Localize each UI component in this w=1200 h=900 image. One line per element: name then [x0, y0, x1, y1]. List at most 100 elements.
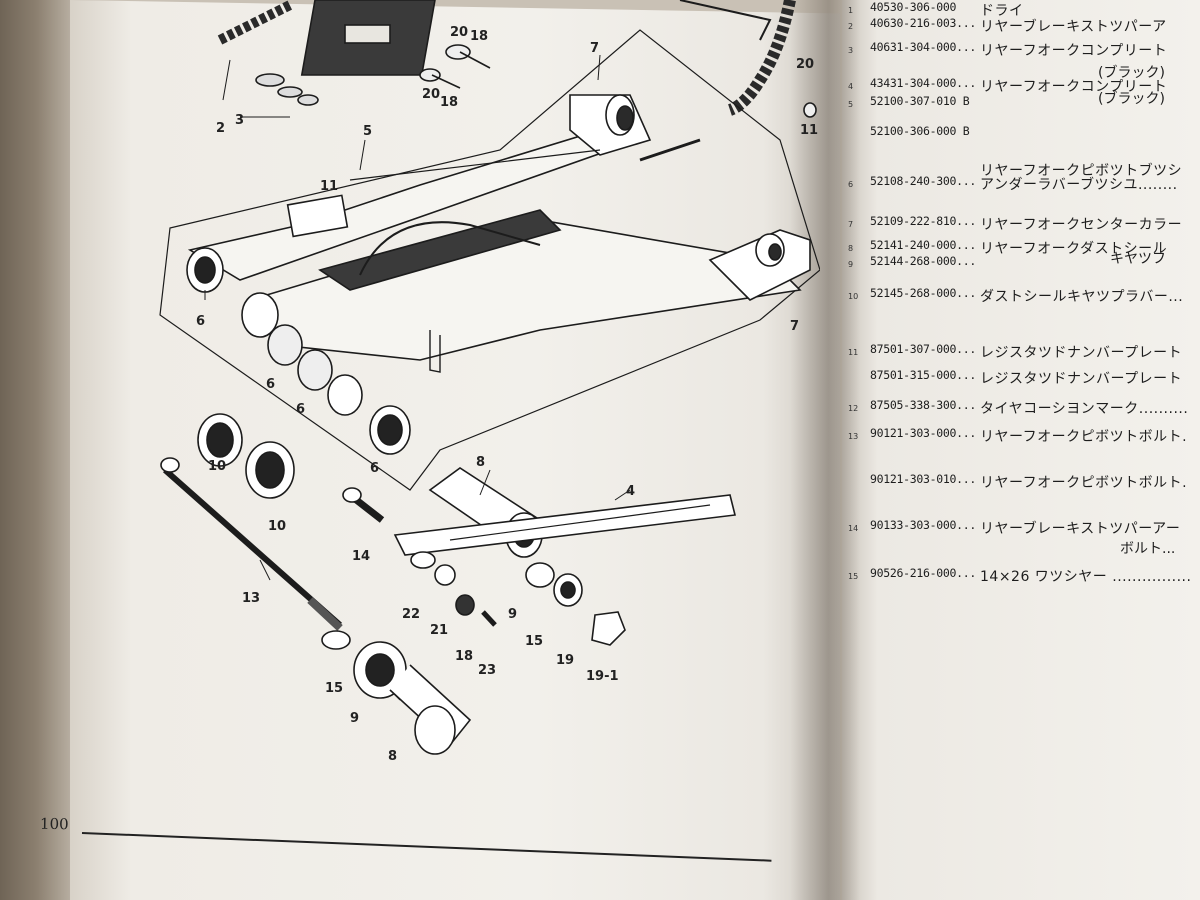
callout-label: 14	[352, 549, 370, 564]
dust-seals-and-washers	[321, 487, 626, 755]
callout-label: 15	[325, 681, 343, 696]
parts-ref: 11	[848, 348, 859, 357]
parts-description-continued: キヤツフ	[1110, 251, 1166, 267]
parts-number: 52109-222-810...	[870, 214, 976, 228]
callout-label: 20	[422, 87, 440, 102]
parts-description: リヤーブレーキストツパーアー	[980, 521, 1181, 537]
parts-description: リヤーフオークピボツトボルト.	[980, 475, 1188, 491]
callout-label: 22	[402, 607, 420, 622]
callout-labels: 7 20 18 20 18 2 3 5 20 11 11 6 6 6 6 7 1…	[196, 25, 818, 764]
parts-number: 52100-307-010 B	[870, 94, 970, 108]
callout-label: 18	[455, 649, 473, 664]
parts-number: 43431-304-000...	[870, 76, 976, 90]
callout-label: 18	[440, 95, 458, 110]
parts-ref: 12	[848, 404, 859, 413]
chain-adjuster-bolts	[419, 44, 491, 89]
pivot-bolt	[160, 457, 343, 631]
parts-description: リヤーフオークコンプリート	[980, 43, 1168, 59]
parts-ref: 3	[848, 46, 854, 55]
parts-description-continued: (ブラック)	[1098, 91, 1165, 107]
drive-chain-right	[679, 0, 817, 118]
parts-description: 14×26 ワツシヤー ................	[980, 569, 1192, 585]
callout-label: 11	[800, 123, 818, 138]
brake-stopper-arm	[393, 494, 736, 556]
parts-ref: 15	[848, 572, 859, 581]
callout-label: 9	[508, 607, 517, 622]
parts-description-continued: (ブラック)	[1098, 65, 1165, 81]
callout-label: 4	[626, 484, 635, 499]
callout-label: 10	[208, 459, 226, 474]
parts-description: タイヤコーシヨンマーク..........	[980, 401, 1189, 417]
parts-description: ドライ	[980, 3, 1024, 19]
parts-number: 52144-268-000...	[870, 254, 976, 268]
parts-ref: 6	[848, 180, 854, 189]
callout-label: 6	[196, 314, 205, 329]
parts-ref: 8	[848, 244, 854, 253]
callout-label: 7	[790, 319, 799, 334]
callout-label: 3	[235, 113, 244, 128]
parts-number: 40631-304-000...	[870, 40, 976, 54]
callout-label: 6	[296, 402, 305, 417]
parts-description: リヤーフオークセンターカラー	[980, 217, 1183, 233]
parts-ref: 5	[848, 100, 854, 109]
parts-description: リヤーフオークダストシール	[980, 241, 1168, 257]
parts-description: リヤーフオークピボツトブツシ	[980, 163, 1183, 179]
right-page	[842, 0, 1200, 900]
pivot-bushings	[186, 247, 411, 455]
parts-number: 90133-303-000...	[870, 518, 976, 532]
parts-number: 52145-268-000...	[870, 286, 976, 300]
parts-description: ダストシールキヤツプラバー...	[980, 289, 1184, 305]
rubber-bushings	[197, 413, 295, 499]
callout-label: 5	[363, 124, 372, 139]
parts-ref: 2	[848, 22, 854, 31]
parts-ref: 13	[848, 432, 859, 441]
parts-number: 90526-216-000...	[870, 566, 976, 580]
parts-number: 52100-306-000 B	[870, 124, 970, 138]
parts-number: 87501-307-000...	[870, 342, 976, 356]
parts-ref: 4	[848, 82, 854, 91]
callout-label: 8	[476, 455, 485, 470]
callout-label: 2	[216, 121, 225, 136]
drive-chain-top	[217, 0, 436, 76]
callout-label: 13	[242, 591, 260, 606]
callout-label: 6	[266, 377, 275, 392]
parts-ref: 1	[848, 6, 854, 15]
parts-number: 40630-216-003...	[870, 16, 976, 30]
parts-ref: 9	[848, 260, 854, 269]
callout-label: 9	[350, 711, 359, 726]
callout-label: 18	[470, 29, 488, 44]
exploded-parts-diagram: 7 20 18 20 18 2 3 5 20 11 11 6 6 6 6 7 1…	[159, 0, 820, 764]
callout-label: 6	[370, 461, 379, 476]
parts-description-continued: ボルト...	[1120, 541, 1176, 557]
chain-joint-link	[255, 73, 319, 106]
callout-label: 8	[388, 749, 397, 764]
parts-ref: 14	[848, 524, 859, 533]
callout-label: 15	[525, 634, 543, 649]
parts-number: 40530-306-000	[870, 0, 957, 14]
parts-description: リヤーフオークコンプリート	[980, 79, 1168, 95]
page-number: 100	[39, 814, 69, 834]
callout-label: 11	[320, 179, 338, 194]
callout-label: 23	[478, 663, 496, 678]
parts-number: 87501-315-000...	[870, 368, 976, 382]
callout-label: 19	[556, 653, 574, 668]
parts-description: レジスタツドナンバープレート	[980, 345, 1183, 361]
parts-description: リヤーブレーキストツパーア	[980, 19, 1167, 35]
callout-label: 7	[590, 41, 599, 56]
callout-label: 10	[268, 519, 286, 534]
callout-label: 21	[430, 623, 448, 638]
callout-label: 20	[450, 25, 468, 40]
parts-description: レジスタツドナンバープレート	[980, 371, 1183, 387]
parts-ref: 10	[848, 292, 859, 301]
book-gutter	[790, 0, 860, 900]
parts-number: 90121-303-010...	[870, 472, 976, 486]
parts-number: 87505-338-300...	[870, 398, 976, 412]
leader-lines	[204, 54, 631, 701]
parts-number: 52108-240-300...	[870, 174, 976, 188]
parts-ref: 7	[848, 220, 854, 229]
swing-arm	[187, 94, 811, 373]
parts-description: アンダーラバーブツシユ........	[980, 177, 1178, 193]
parts-description: リヤーフオークピボツトボルト.	[980, 429, 1188, 445]
parts-number: 90121-303-000...	[870, 426, 976, 440]
